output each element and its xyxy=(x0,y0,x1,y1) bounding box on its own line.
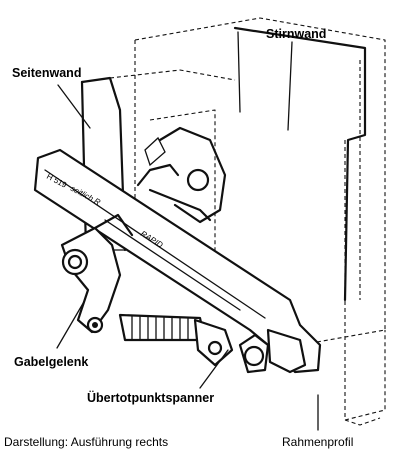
label-stirnwand: Stirnwand xyxy=(266,27,326,41)
main-lever: H 519 seitlich R RAPID xyxy=(33,148,322,374)
mounting-bracket xyxy=(136,126,227,224)
label-uebertotpunktspanner: Übertotpunktspanner xyxy=(87,390,214,405)
fork-joint xyxy=(60,213,134,334)
label-rahmenprofil: Rahmenprofil xyxy=(282,435,353,449)
stirnwand-solid xyxy=(233,26,367,302)
toggle-spindle xyxy=(118,313,234,367)
label-seitenwand: Seitenwand xyxy=(12,66,81,80)
leader-lines xyxy=(56,41,319,431)
label-gabelgelenk: Gabelgelenk xyxy=(14,355,88,369)
pressure-screw xyxy=(238,328,307,374)
label-darstellung: Darstellung: Ausführung rechts xyxy=(4,435,168,449)
